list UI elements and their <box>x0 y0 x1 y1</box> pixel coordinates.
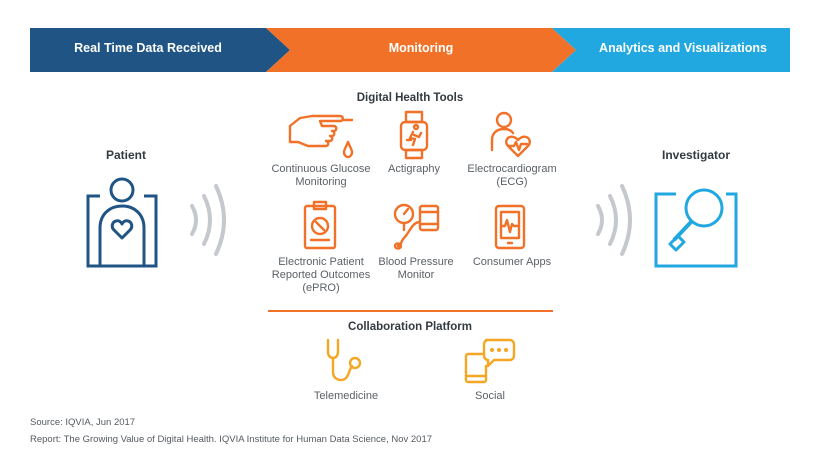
tool-label-ecg: Electrocardiogram (ECG) <box>467 163 557 188</box>
flow-step-analytics-shape <box>552 28 790 72</box>
blood-pressure-icon <box>393 203 440 250</box>
flow-step-monitoring-label: Monitoring <box>388 41 454 55</box>
flow-step-monitoring-shape <box>266 28 576 72</box>
tablet-app-icon <box>494 204 526 250</box>
footnote-source: Source: IQVIA, Jun 2017 <box>30 417 136 428</box>
smartwatch-icon <box>399 110 429 160</box>
tool-label-blood-pressure: Blood Pressure Monitor <box>378 256 454 281</box>
section-divider <box>268 310 553 312</box>
footnote-report: Report: The Growing Value of Digital Hea… <box>30 434 433 445</box>
clipboard-icon <box>303 200 337 250</box>
collab-label-telemedicine: Telemedicine <box>313 390 379 402</box>
signal-waves-left-icon <box>190 184 226 256</box>
stethoscope-icon <box>326 338 362 382</box>
signal-waves-right-icon <box>596 184 632 256</box>
patient-heart-icon <box>86 177 158 268</box>
magnifier-icon <box>654 188 738 268</box>
finger-prick-icon <box>288 114 354 159</box>
flow-step-analytics-label: Analytics and Visualizations <box>599 41 767 55</box>
patient-label: Patient <box>105 148 146 162</box>
tool-label-consumer-apps: Consumer Apps <box>472 256 552 268</box>
flow-arrows <box>30 28 790 72</box>
flow-step-received-label: Real Time Data Received <box>74 41 222 55</box>
phone-chat-icon <box>464 338 516 384</box>
tool-label-actigraphy: Actigraphy <box>388 163 440 175</box>
digital-health-tools-title: Digital Health Tools <box>356 92 464 104</box>
collab-label-social: Social <box>475 390 505 402</box>
tool-label-cgm: Continuous Glucose Monitoring <box>271 163 371 188</box>
collaboration-platform-title: Collaboration Platform <box>348 321 472 333</box>
tool-label-epro: Electronic Patient Reported Outcomes (eP… <box>271 256 371 294</box>
flow-step-received-shape <box>30 28 290 72</box>
investigator-label: Investigator <box>661 148 730 162</box>
ecg-person-icon <box>490 111 531 158</box>
